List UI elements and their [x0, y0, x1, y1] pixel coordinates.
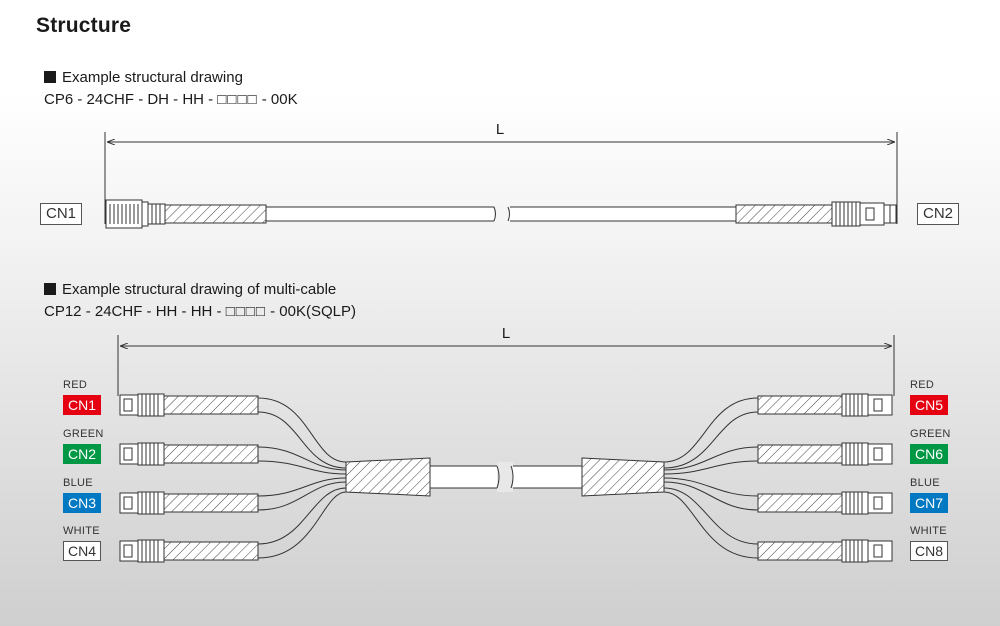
- drawing1-model-prefix: CP6 - 24CHF - DH - HH -: [44, 91, 218, 108]
- left-connector-cn1: CN1: [63, 395, 101, 415]
- right-plug-cn7-icon: [757, 491, 893, 515]
- section-title: Structure: [36, 14, 132, 37]
- right-connector-cn8: CN8: [910, 541, 948, 561]
- drawing1-heading-row: Example structural drawing: [44, 68, 243, 88]
- left-color-name-red: RED: [63, 379, 88, 391]
- drawing2-cable: [119, 393, 893, 563]
- drawing1-cable: [105, 199, 897, 229]
- drawing1-dimension: L: [104, 121, 898, 224]
- drawing2-dimension: L: [117, 325, 895, 396]
- drawing2-model-boxes: □□□□: [225, 303, 266, 320]
- left-color-name-blue: BLUE: [63, 477, 93, 489]
- right-color-name-white: WHITE: [910, 525, 947, 537]
- right-color-name-green: GREEN: [910, 428, 951, 440]
- left-color-name-white: WHITE: [63, 525, 100, 537]
- drawing2-model-code: CP12 - 24CHF - HH - HH - □□□□ - 00K(SQLP…: [44, 302, 356, 322]
- left-connector-cn3: CN3: [63, 493, 101, 513]
- drawing1-left-plug-icon: [105, 199, 166, 229]
- left-plug-cn4-icon: [119, 539, 259, 563]
- left-color-name-green: GREEN: [63, 428, 104, 440]
- drawing1-heading: Example structural drawing: [62, 69, 243, 86]
- drawing2-heading: Example structural drawing of multi-cabl…: [62, 281, 337, 298]
- square-bullet-icon: [44, 71, 56, 83]
- drawing2-model-suffix: - 00K(SQLP): [265, 303, 356, 320]
- left-plug-cn1-icon: [119, 393, 259, 417]
- right-branches: [663, 397, 759, 559]
- drawing1-right-plug-icon: [831, 201, 897, 227]
- right-color-name-red: RED: [910, 379, 935, 391]
- drawing1-right-connector: CN2: [917, 203, 959, 225]
- right-plug-cn8-icon: [757, 539, 893, 563]
- drawing2-model-prefix: CP12 - 24CHF - HH - HH -: [44, 303, 226, 320]
- drawing1-model-boxes: □□□□: [217, 91, 258, 108]
- drawing2-length-label: L: [502, 325, 510, 342]
- right-connector-cn7: CN7: [910, 493, 948, 513]
- left-plug-cn3-icon: [119, 491, 259, 515]
- drawing1-model-suffix: - 00K: [257, 91, 298, 108]
- drawing2-heading-row: Example structural drawing of multi-cabl…: [44, 280, 336, 300]
- right-color-name-blue: BLUE: [910, 477, 940, 489]
- left-branches: [257, 397, 347, 559]
- drawing1-left-connector: CN1: [40, 203, 82, 225]
- right-plug-cn6-icon: [757, 442, 893, 466]
- left-plug-cn2-icon: [119, 442, 259, 466]
- drawing1-model-code: CP6 - 24CHF - DH - HH - □□□□ - 00K: [44, 90, 298, 110]
- right-connector-cn5: CN5: [910, 395, 948, 415]
- drawing1-length-label: L: [496, 121, 504, 138]
- right-plug-cn5-icon: [757, 393, 893, 417]
- right-connector-cn6: CN6: [910, 444, 948, 464]
- left-connector-cn4: CN4: [63, 541, 101, 561]
- square-bullet-icon: [44, 283, 56, 295]
- left-connector-cn2: CN2: [63, 444, 101, 464]
